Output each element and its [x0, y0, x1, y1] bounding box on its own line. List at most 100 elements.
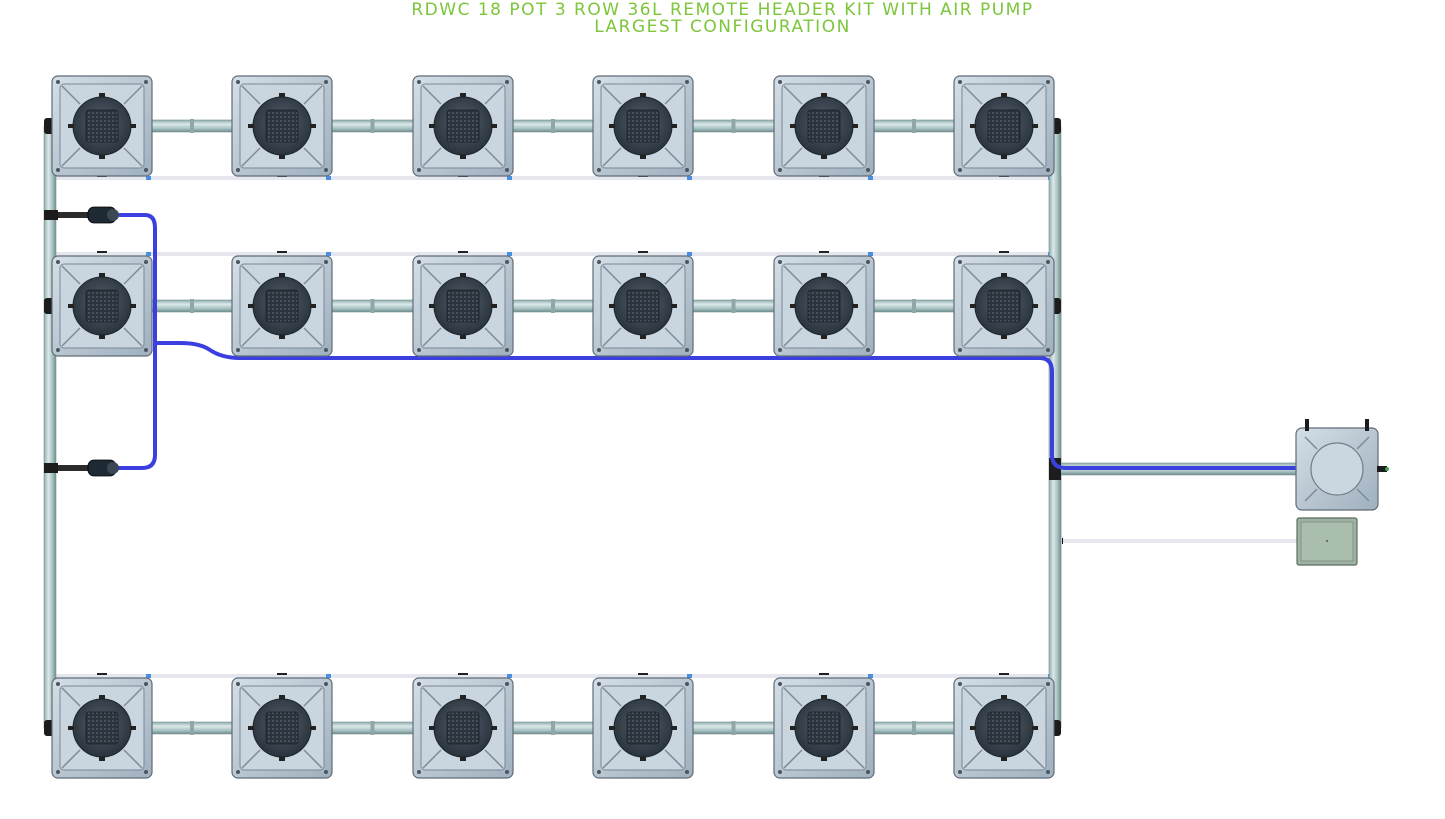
pot-clip — [505, 770, 509, 774]
lid-tab — [790, 726, 796, 730]
pot-clip — [778, 168, 782, 172]
pot-clip — [866, 168, 870, 172]
header-assembly — [1295, 419, 1389, 566]
air-pump-port — [1326, 540, 1328, 542]
header-bevel — [1356, 436, 1370, 450]
pot-bevel — [303, 749, 323, 769]
net-pot-mesh — [807, 711, 841, 745]
pot-bevel — [303, 85, 323, 105]
drain-clip — [326, 252, 331, 256]
pot — [592, 75, 694, 177]
lid-tab — [970, 304, 976, 308]
pot-bevel — [123, 687, 143, 707]
pot-clip — [1046, 260, 1050, 264]
lid-tab — [821, 335, 827, 339]
drain-fitting — [999, 673, 1009, 675]
pot-clip — [56, 260, 60, 264]
lid-tab — [640, 335, 646, 339]
drain-clip — [146, 674, 151, 678]
net-pot-mesh — [446, 109, 480, 143]
drain-lines — [50, 175, 1298, 680]
pot-bevel — [845, 265, 865, 285]
net-pot-mesh — [85, 711, 119, 745]
lid-tab — [671, 124, 677, 128]
drain-clip — [687, 176, 692, 180]
pot-clip — [958, 770, 962, 774]
pot — [773, 677, 875, 779]
lid-tab — [609, 124, 615, 128]
pot-clip — [1046, 348, 1050, 352]
lid-tab — [99, 155, 105, 159]
lid-tab — [640, 93, 646, 97]
pot-clip — [597, 80, 601, 84]
pot-clip — [685, 168, 689, 172]
net-pot-mesh — [446, 711, 480, 745]
pot — [51, 255, 153, 357]
pot-bevel — [602, 749, 622, 769]
pipe-coupling — [370, 119, 375, 133]
lid-tab — [821, 273, 827, 277]
pot-bevel — [123, 327, 143, 347]
lid-tab — [970, 726, 976, 730]
pot — [953, 75, 1055, 177]
pipe-coupling — [731, 299, 736, 313]
net-pot-mesh — [265, 289, 299, 323]
pot-clip — [958, 682, 962, 686]
pot-bevel — [963, 327, 983, 347]
pot-bevel — [602, 265, 622, 285]
net-pot-mesh — [265, 711, 299, 745]
lid-tab — [821, 757, 827, 761]
pot-bevel — [664, 265, 684, 285]
pot-clip — [417, 348, 421, 352]
lid-tab — [429, 726, 435, 730]
lid-tab — [68, 124, 74, 128]
drain-fitting — [97, 251, 107, 253]
pot-bevel — [1025, 327, 1045, 347]
pot-bevel — [1025, 85, 1045, 105]
pot-clip — [778, 348, 782, 352]
lid-tab — [279, 695, 285, 699]
lid-tab — [671, 304, 677, 308]
lid-tab — [821, 695, 827, 699]
pot-clip — [144, 80, 148, 84]
air-line-path — [116, 213, 1302, 470]
lid-tab — [460, 273, 466, 277]
pot-clip — [505, 260, 509, 264]
pot-clip — [866, 348, 870, 352]
lid-tab — [99, 757, 105, 761]
pot-clip — [417, 260, 421, 264]
net-pot-mesh — [446, 289, 480, 323]
header-tank-lid — [1310, 442, 1364, 496]
lid-tab — [491, 124, 497, 128]
pot-bevel — [602, 85, 622, 105]
pot-bevel — [602, 147, 622, 167]
pot-clip — [417, 168, 421, 172]
pot-bevel — [602, 327, 622, 347]
drain-clip — [507, 176, 512, 180]
lid-tab — [460, 93, 466, 97]
pot-bevel — [484, 687, 504, 707]
lid-tab — [99, 93, 105, 97]
return-manifold-pipes — [43, 118, 1301, 736]
lid-tab — [248, 726, 254, 730]
pot-clip — [1046, 770, 1050, 774]
lid-tab — [248, 304, 254, 308]
lid-tab — [99, 273, 105, 277]
pot-bevel — [241, 327, 261, 347]
header-inlet — [1365, 419, 1369, 431]
pot-clip — [417, 770, 421, 774]
pot-clip — [1046, 682, 1050, 686]
net-pot-mesh — [626, 109, 660, 143]
pot-clip — [236, 260, 240, 264]
pot — [592, 255, 694, 357]
pot-bevel — [61, 327, 81, 347]
air-pump — [1296, 517, 1358, 566]
pot-bevel — [484, 147, 504, 167]
lid-tab — [429, 124, 435, 128]
pot-bevel — [241, 265, 261, 285]
air-line — [58, 206, 1302, 477]
lid-tab — [1001, 155, 1007, 159]
lid-tab — [130, 124, 136, 128]
lid-tab — [852, 124, 858, 128]
pot-clip — [505, 348, 509, 352]
